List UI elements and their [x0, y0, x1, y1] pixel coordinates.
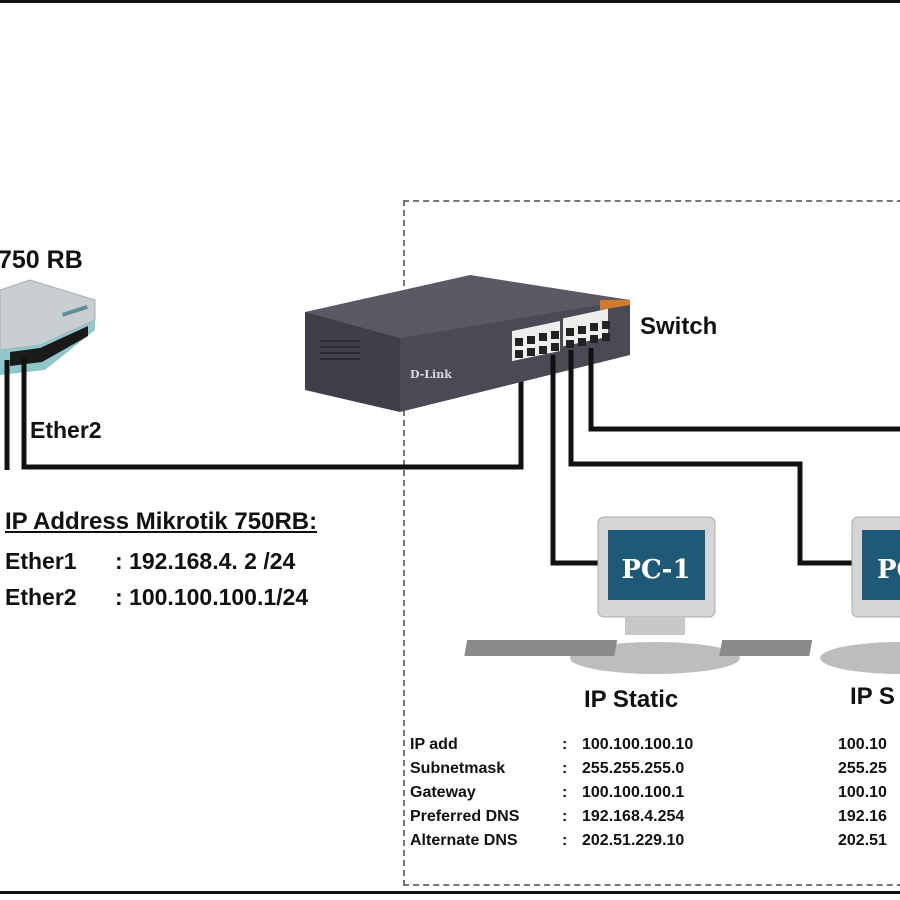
switch-to-pc2-cable — [568, 350, 855, 566]
pc2-screen-label: PC — [877, 555, 900, 585]
separator: : — [562, 808, 568, 825]
pc2-computer: PC — [719, 516, 900, 674]
config-value: 100.10 — [838, 736, 887, 753]
separator: : — [562, 832, 568, 849]
config-value: 192.168.4.254 — [582, 808, 685, 825]
separator: : — [115, 548, 123, 574]
pc1-screen-label: PC-1 — [621, 555, 690, 585]
switch-label: Switch — [640, 313, 718, 340]
config-key: Preferred DNS — [410, 808, 520, 825]
config-row: Gateway:100.100.100.1 — [410, 781, 693, 805]
interface-address: 100.100.100.1/24 — [129, 584, 309, 610]
config-row: IP add:100.100.100.10 — [410, 733, 693, 757]
config-value: 255.255.255.0 — [582, 760, 685, 777]
config-value: 100.10 — [838, 784, 887, 801]
switch-brand-text: D-Link — [410, 368, 452, 381]
separator: : — [115, 584, 123, 610]
lan-segment-boundary — [403, 200, 900, 886]
config-key: Gateway — [410, 784, 476, 801]
config-value: 202.51.229.10 — [582, 832, 685, 849]
config-key: Alternate DNS — [410, 832, 518, 849]
separator: : — [562, 760, 568, 777]
pc1-ip-config: IP add:100.100.100.10 Subnetmask:255.255… — [410, 733, 693, 853]
router-device — [0, 279, 96, 375]
config-value: 100.100.100.10 — [582, 736, 694, 753]
pc1-computer: PC-1 — [464, 516, 740, 674]
pc1-mode-label: IP Static — [584, 686, 679, 713]
config-value: 192.16 — [838, 808, 887, 825]
switch-to-pc3-cable — [588, 348, 900, 432]
pc2-ip-config: 100.10 255.25 100.10 192.16 202.51 — [838, 733, 887, 853]
interface-name: Ether2 — [5, 584, 77, 610]
config-value: 202.51 — [838, 832, 887, 849]
config-row: Preferred DNS:192.168.4.254 — [410, 805, 693, 829]
switch-to-pc1-cable — [550, 355, 598, 566]
top-border — [0, 0, 900, 3]
router-title: 750 RB — [0, 246, 83, 274]
interface-name: Ether1 — [5, 548, 77, 574]
separator: : — [562, 784, 568, 801]
config-row: Alternate DNS:202.51.229.10 — [410, 829, 693, 853]
config-key: IP add — [410, 736, 458, 753]
separator: : — [562, 736, 568, 753]
config-key: Subnetmask — [410, 760, 506, 777]
ether2-ip-row: Ether2: 100.100.100.1/24 — [5, 584, 308, 611]
config-value: 255.25 — [838, 760, 887, 777]
switch-device: D-Link — [305, 275, 630, 412]
interface-address: 192.168.4. 2 /24 — [129, 548, 296, 574]
pc2-mode-label: IP S — [850, 683, 895, 710]
bottom-border — [0, 891, 900, 894]
config-row: Subnetmask:255.255.255.0 — [410, 757, 693, 781]
config-value: 100.100.100.1 — [582, 784, 685, 801]
ether1-ip-row: Ether1: 192.168.4. 2 /24 — [5, 548, 295, 575]
router-ether2-cable — [21, 352, 524, 470]
ether2-port-label: Ether2 — [30, 417, 102, 443]
router-ip-heading: IP Address Mikrotik 750RB: — [5, 508, 318, 535]
